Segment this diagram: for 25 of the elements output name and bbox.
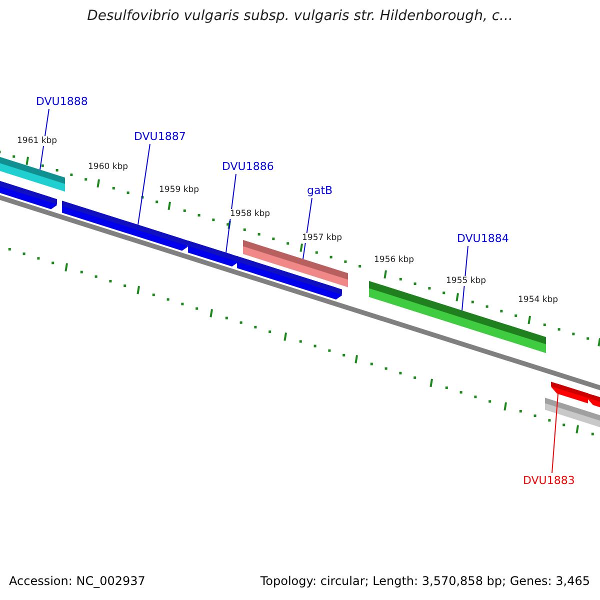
scale-label: 1958 kbp — [229, 209, 272, 219]
leader-line — [40, 108, 50, 170]
scale-label: 1961 kbp — [16, 136, 58, 146]
scale-label: 1956 kbp — [373, 255, 416, 265]
title: Desulfovibrio vulgaris subsp. vulgaris str. Hildenborough, c... — [86, 8, 514, 24]
gene-label: DVU1887 — [134, 130, 186, 143]
gene-feature — [62, 200, 188, 251]
scale-label: 1954 kbp — [517, 295, 560, 305]
gene-feature — [243, 240, 348, 288]
leader-line — [302, 198, 312, 260]
scale-label: 1957 kbp — [301, 233, 344, 243]
scale-label: 1959 kbp — [158, 185, 200, 195]
footer-text: Topology: circular; Length: 3,570,858 bp; Genes: 3,465 — [260, 574, 590, 588]
gene-feature — [188, 240, 238, 266]
gene-label: DVU1883 — [523, 474, 575, 487]
scale-label: 1955 kbp — [445, 276, 488, 286]
gene-label: DVU1886 — [222, 160, 274, 173]
gene-label: DVU1884 — [457, 232, 509, 245]
footer-text: Accession: NC_002937 — [9, 574, 146, 588]
leader-line — [552, 393, 558, 474]
gene-label: DVU1888 — [36, 95, 88, 108]
leader-line — [138, 144, 150, 226]
scale-label: 1960 kbp — [87, 162, 130, 172]
gene-feature — [551, 382, 588, 404]
gene-label: gatB — [307, 184, 333, 197]
